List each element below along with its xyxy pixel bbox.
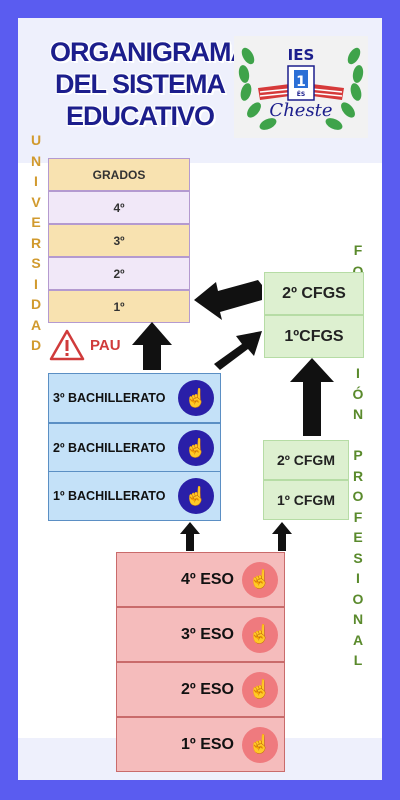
formacion-letter: Ó — [352, 385, 364, 402]
warning-icon — [49, 329, 85, 361]
pointer-hand-icon[interactable]: ☝ — [178, 430, 214, 466]
arrow-up-icon — [272, 522, 292, 551]
title-line-2: DEL SISTEMA — [54, 69, 226, 99]
universidad-letter: V — [31, 193, 41, 210]
formacion-letter: N — [352, 611, 364, 627]
universidad-letter: I — [34, 275, 38, 292]
bachillerato-label: 1º BACHILLERATO — [53, 489, 166, 503]
formacion-letter: E — [353, 529, 363, 545]
universidad-letter: D — [30, 296, 42, 312]
pau-warning: PAU — [48, 328, 121, 362]
formacion-letter: R — [352, 467, 364, 484]
cfgm-1: 1º CFGM — [263, 480, 349, 520]
arrow-up-icon — [132, 322, 172, 370]
cfgs-2: 2º CFGS — [264, 272, 364, 315]
formacion-letter: L — [353, 652, 363, 668]
universidad-letter: R — [30, 234, 42, 251]
formacion-letter: O — [352, 590, 364, 607]
formacion-letter: F — [353, 242, 363, 258]
eso-3[interactable]: 3º ESO ☝ — [116, 607, 285, 662]
eso-label: 1º ESO — [181, 735, 234, 753]
bachillerato-1[interactable]: 1º BACHILLERATO ☝ — [48, 471, 221, 521]
laurel-logo-icon: 1 IES ÉS Cheste — [238, 46, 364, 130]
universidad-letter: S — [31, 255, 41, 271]
eso-2[interactable]: 2º ESO ☝ — [116, 662, 285, 717]
pointer-hand-icon[interactable]: ☝ — [242, 616, 278, 653]
grado-4: 4º — [48, 191, 190, 224]
universidad-letter: U — [30, 132, 42, 148]
eso-1[interactable]: 1º ESO ☝ — [116, 717, 285, 772]
universidad-letter: A — [30, 316, 42, 333]
logo-number: 1 — [296, 74, 306, 90]
eso-label: 4º ESO — [181, 570, 234, 588]
arrow-diagonal-icon — [214, 331, 262, 370]
bachillerato-2[interactable]: 2º BACHILLERATO ☝ — [48, 423, 221, 473]
eso-label: 2º ESO — [181, 680, 234, 698]
grados-header: GRADOS — [48, 158, 190, 191]
bachillerato-3[interactable]: 3º BACHILLERATO ☝ — [48, 373, 221, 423]
cfgs-1: 1ºCFGS — [264, 315, 364, 358]
formacion-letter: P — [353, 447, 363, 463]
bachillerato-label: 3º BACHILLERATO — [53, 391, 166, 405]
formacion-letter: S — [353, 549, 363, 566]
arrow-left-icon — [194, 280, 262, 320]
universidad-letter: D — [30, 337, 42, 353]
logo-ies: IES — [288, 46, 315, 64]
formacion-letter: I — [356, 365, 360, 381]
universidad-letter: I — [34, 173, 38, 189]
grado-1: 1º — [48, 290, 190, 323]
formacion-letter: N — [352, 406, 364, 422]
grado-2: 2º — [48, 257, 190, 290]
logo-banner-small: ÉS — [297, 90, 305, 98]
arrow-up-icon — [180, 522, 200, 551]
eso-4[interactable]: 4º ESO ☝ — [116, 552, 285, 607]
grado-3: 3º — [48, 224, 190, 257]
page-title: ORGANIGRAMA DEL SISTEMA EDUCATIVO — [50, 36, 250, 132]
universidad-letter: N — [30, 152, 42, 169]
formacion-letter: F — [353, 508, 363, 525]
pointer-hand-icon[interactable]: ☝ — [178, 478, 214, 514]
universidad-letter: E — [31, 214, 41, 230]
eso-label: 3º ESO — [181, 625, 234, 643]
formacion-letter: O — [352, 488, 364, 504]
title-line-3: EDUCATIVO — [65, 101, 215, 131]
school-logo: 1 IES ÉS Cheste — [234, 36, 368, 138]
arrow-up-icon — [290, 358, 334, 436]
pointer-hand-icon[interactable]: ☝ — [178, 380, 214, 416]
pointer-hand-icon[interactable]: ☝ — [242, 726, 278, 763]
cfgm-2: 2º CFGM — [263, 440, 349, 480]
formacion-letter: I — [356, 570, 360, 586]
formacion-letter: O — [352, 262, 364, 279]
pointer-hand-icon[interactable]: ☝ — [242, 671, 278, 708]
bachillerato-label: 2º BACHILLERATO — [53, 441, 166, 455]
logo-script: Cheste — [269, 100, 332, 121]
formacion-letter: A — [352, 631, 364, 648]
pau-label: PAU — [90, 336, 121, 354]
pointer-hand-icon[interactable]: ☝ — [242, 561, 278, 598]
title-line-1: ORGANIGRAMA — [50, 37, 250, 67]
